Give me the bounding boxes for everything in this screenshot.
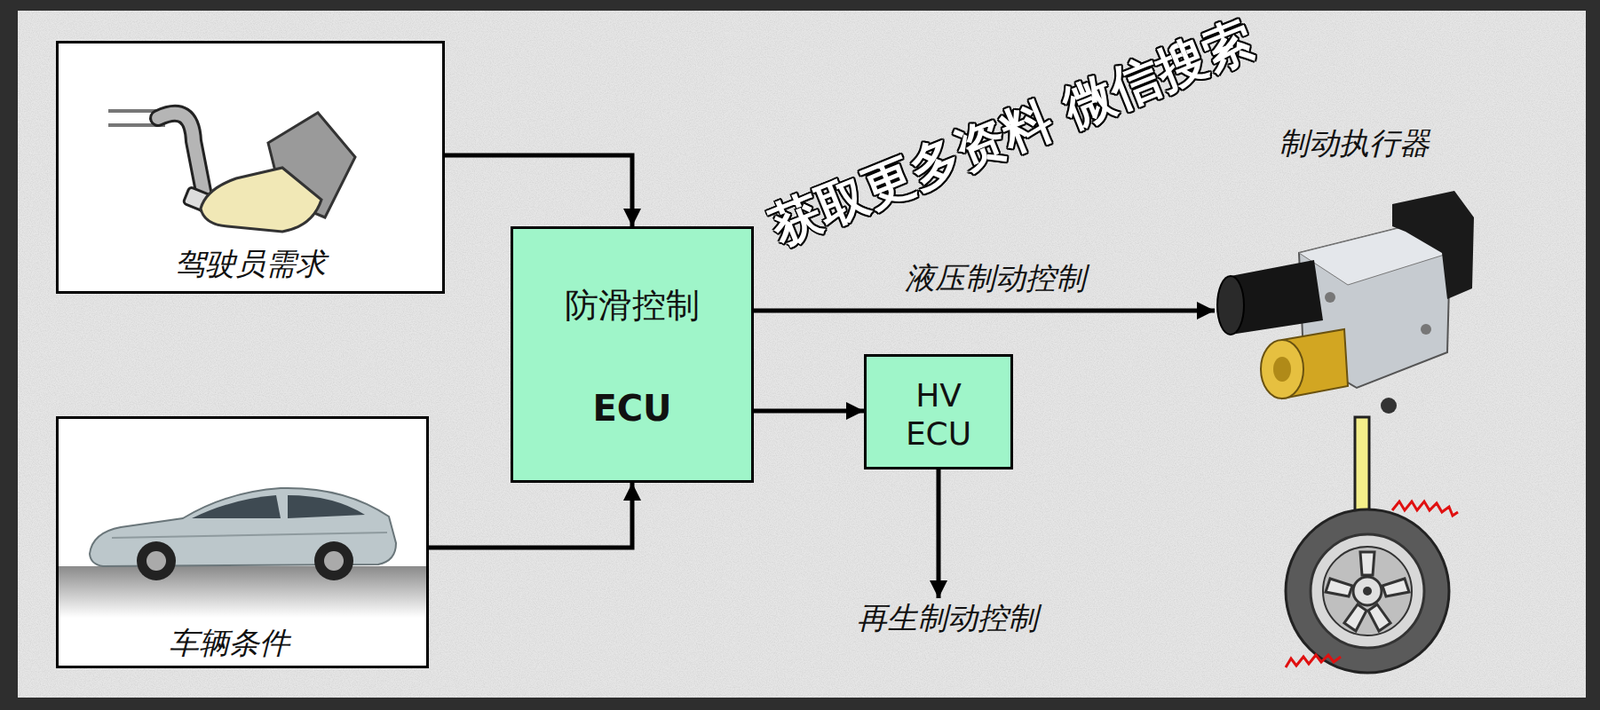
wheel	[1285, 509, 1450, 674]
panel	[17, 10, 1586, 698]
part-name: 制动执行器	[1278, 125, 1430, 162]
edge-label: 液压制动控制	[904, 260, 1086, 297]
input-box: 驾驶员需求	[55, 40, 445, 294]
output-label: 再生制动控制	[821, 598, 1074, 642]
actuator-figure: 制动执行器	[1214, 119, 1482, 422]
flow-arrow	[444, 155, 633, 227]
input-label: 车辆条件	[58, 625, 400, 662]
actuator-illustration	[1214, 119, 1482, 422]
ecu-title: 防滑控制	[513, 285, 752, 327]
flow-arrow	[753, 409, 864, 414]
flow-arrow	[753, 308, 1215, 314]
flow-arrow	[936, 469, 942, 599]
output-label: 再生制动控制	[821, 600, 1074, 637]
panel-texture	[17, 10, 1586, 698]
input-box: 车辆条件	[55, 416, 429, 669]
process-box: HV ECU	[863, 354, 1014, 470]
motion-marks	[1285, 501, 1458, 668]
ecu-name: ECU	[513, 387, 752, 430]
input-label: 驾驶员需求	[58, 245, 443, 283]
flow-arrow	[428, 483, 633, 548]
ecu-name: HV ECU	[880, 376, 997, 453]
process-box: 防滑控制 ECU	[510, 226, 754, 484]
brake-rod	[1354, 417, 1370, 515]
